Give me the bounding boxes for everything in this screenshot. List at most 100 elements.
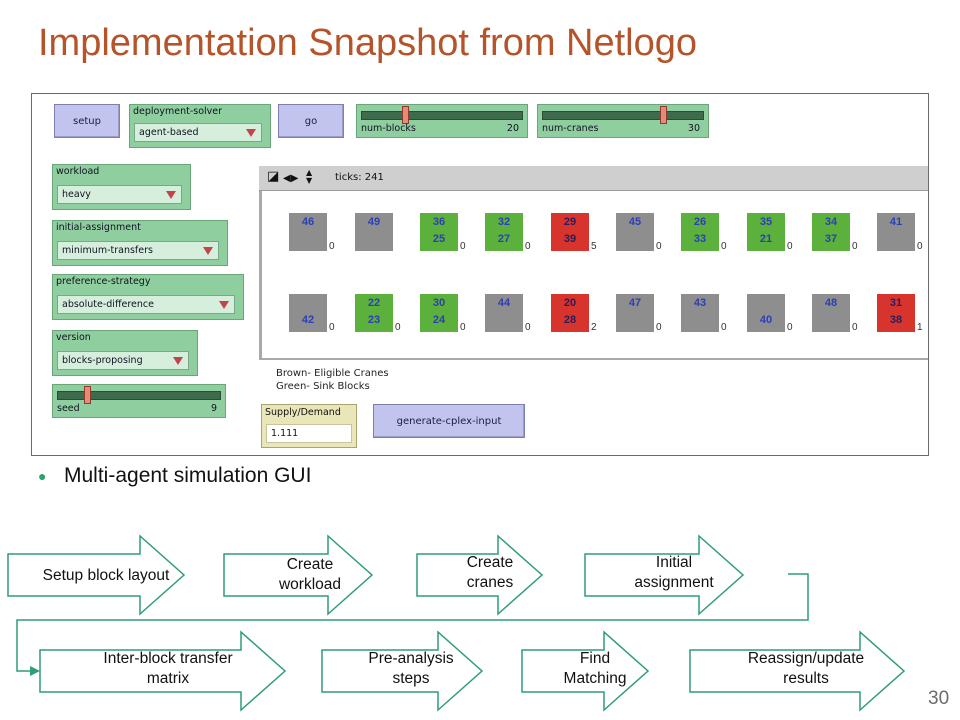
edit-view-icon[interactable]: ◪ bbox=[267, 169, 280, 184]
chooser-label: version bbox=[56, 332, 91, 343]
block-number: 39 bbox=[563, 233, 577, 245]
crane-count: 0 bbox=[395, 322, 401, 333]
block-number: 28 bbox=[563, 314, 577, 326]
block-number: 29 bbox=[563, 216, 577, 228]
generate-cplex-input-button[interactable]: generate-cplex-input bbox=[373, 404, 525, 438]
chooser-label: deployment-solver bbox=[133, 106, 223, 117]
dropdown-triangle-icon bbox=[166, 191, 176, 199]
block-number: 37 bbox=[824, 233, 838, 245]
legend-line: Green- Sink Blocks bbox=[276, 381, 370, 392]
workload-chooser[interactable]: workload heavy bbox=[52, 164, 191, 210]
block-number: 30 bbox=[432, 297, 446, 309]
initial-assignment-chooser[interactable]: initial-assignment minimum-transfers bbox=[52, 220, 228, 266]
crane-count: 0 bbox=[721, 322, 727, 333]
block-cell[interactable]: 48 0 bbox=[812, 294, 858, 333]
process-step-label: Pre-analysis steps bbox=[336, 649, 486, 689]
slider-handle[interactable] bbox=[660, 106, 667, 124]
block-number: 24 bbox=[432, 314, 446, 326]
crane-count: 0 bbox=[787, 322, 793, 333]
process-step-arrow bbox=[584, 534, 745, 616]
chooser-value[interactable]: blocks-proposing bbox=[57, 351, 189, 370]
block-number: 21 bbox=[759, 233, 773, 245]
seed-slider[interactable]: seed 9 bbox=[52, 384, 226, 418]
chooser-value[interactable]: heavy bbox=[57, 185, 182, 204]
crane-count: 0 bbox=[460, 241, 466, 252]
crane-count: 1 bbox=[917, 322, 923, 333]
process-step-line: Reassign/update bbox=[747, 650, 865, 667]
block-cell[interactable]: 35 21 0 bbox=[747, 213, 793, 252]
process-step-line: matrix bbox=[146, 670, 190, 687]
process-step-arrow bbox=[416, 534, 544, 616]
crane-count: 0 bbox=[852, 322, 858, 333]
block-number: 46 bbox=[301, 216, 315, 228]
slider-track[interactable] bbox=[542, 106, 704, 124]
block-cell[interactable]: 43 0 bbox=[681, 294, 727, 333]
crane-count: 0 bbox=[852, 241, 858, 252]
process-step-line: results bbox=[783, 670, 829, 687]
slider-label: seed bbox=[57, 403, 80, 414]
block-number: 23 bbox=[367, 314, 381, 326]
chooser-value-text: heavy bbox=[62, 189, 91, 200]
block-number: 31 bbox=[889, 297, 903, 309]
slider-track[interactable] bbox=[57, 386, 221, 404]
deployment-solver-chooser[interactable]: deployment-solver agent-based bbox=[129, 104, 271, 148]
setup-button[interactable]: setup bbox=[54, 104, 120, 138]
block-number: 32 bbox=[497, 216, 511, 228]
block-number: 41 bbox=[889, 216, 903, 228]
go-button[interactable]: go bbox=[278, 104, 344, 138]
block-number: 48 bbox=[824, 297, 838, 309]
num-blocks-slider[interactable]: num-blocks 20 bbox=[356, 104, 528, 138]
chooser-value[interactable]: agent-based bbox=[134, 123, 262, 142]
horizontal-resize-icon[interactable]: ◀▶ bbox=[283, 173, 299, 184]
version-chooser[interactable]: version blocks-proposing bbox=[52, 330, 198, 376]
block-cell[interactable]: 47 0 bbox=[616, 294, 662, 333]
crane-count: 0 bbox=[787, 241, 793, 252]
process-step-line: Pre-analysis bbox=[368, 650, 454, 667]
slider-handle[interactable] bbox=[84, 386, 92, 404]
block-number: 43 bbox=[693, 297, 707, 309]
process-step-line: steps bbox=[392, 670, 430, 687]
block-number: 35 bbox=[759, 216, 773, 228]
crane-count: 0 bbox=[656, 322, 662, 333]
slider-track[interactable] bbox=[361, 106, 523, 124]
block-number: 44 bbox=[497, 297, 511, 309]
block-cell[interactable]: 49 bbox=[355, 213, 393, 251]
block-number: 49 bbox=[367, 216, 381, 228]
chooser-value-text: minimum-transfers bbox=[62, 245, 153, 256]
block-number: 47 bbox=[628, 297, 642, 309]
vertical-resize-icon[interactable]: ▲▼ bbox=[306, 168, 313, 185]
monitor-label: Supply/Demand bbox=[265, 407, 341, 418]
num-cranes-slider[interactable]: num-cranes 30 bbox=[537, 104, 709, 138]
supply-demand-monitor: Supply/Demand 1.111 bbox=[261, 404, 357, 448]
slider-value: 9 bbox=[210, 403, 217, 414]
preference-strategy-chooser[interactable]: preference-strategy absolute-difference bbox=[52, 274, 244, 320]
slider-handle[interactable] bbox=[402, 106, 410, 124]
chooser-label: workload bbox=[56, 166, 100, 177]
chooser-value[interactable]: absolute-difference bbox=[57, 295, 235, 314]
process-step-line: workload bbox=[278, 576, 342, 593]
chooser-value-text: agent-based bbox=[139, 127, 199, 138]
legend-line: Brown- Eligible Cranes bbox=[276, 368, 389, 379]
chooser-value[interactable]: minimum-transfers bbox=[57, 241, 219, 260]
process-step-arrow bbox=[521, 630, 650, 712]
